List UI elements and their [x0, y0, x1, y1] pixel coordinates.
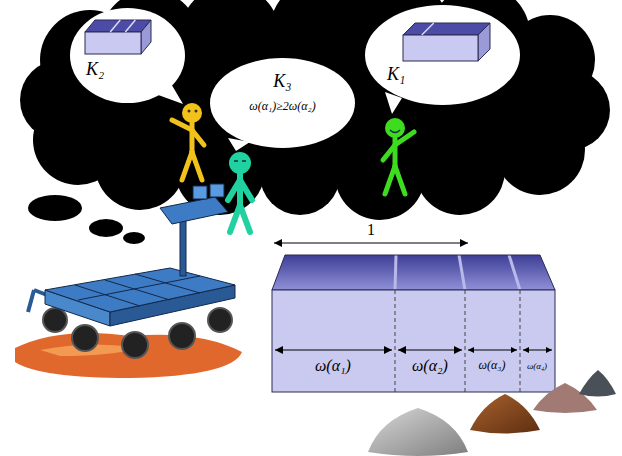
divider-line	[465, 290, 466, 392]
divider-wall	[509, 255, 520, 290]
bubble-outline	[365, 5, 520, 105]
figure-eye	[188, 110, 191, 113]
compartment	[395, 255, 465, 290]
panel-line	[78, 276, 200, 300]
width-arrow	[398, 350, 462, 351]
figure-arm	[240, 180, 252, 200]
figure-leg	[192, 152, 202, 180]
bubble-formula: ω(α₁)≥2ω(α₂)	[249, 100, 315, 113]
wheel	[122, 332, 148, 358]
width-arrow	[275, 350, 392, 351]
bubble-outline	[210, 58, 355, 148]
material-pile	[368, 408, 468, 456]
divider-line	[520, 290, 521, 392]
compartment	[459, 255, 520, 290]
compartment	[509, 255, 555, 290]
cloud-part	[415, 125, 505, 215]
figure-eye	[242, 160, 246, 162]
stick-figure	[172, 120, 204, 180]
box-icon-divider	[110, 20, 120, 32]
figure-head	[182, 103, 202, 123]
speech-bubble: K₁	[365, 5, 520, 105]
rover-arm	[28, 290, 34, 312]
box-icon-divider	[125, 20, 135, 32]
box-icon-top	[403, 23, 490, 35]
figure-head	[385, 118, 405, 138]
box-front	[272, 290, 555, 392]
divider-line	[395, 290, 396, 392]
bubble-heading: K₃	[273, 72, 291, 92]
figure-leg	[385, 166, 395, 194]
compartment	[272, 255, 396, 290]
wheel	[72, 325, 98, 351]
divider-wall	[459, 255, 465, 290]
figure-arm	[192, 130, 204, 145]
stick-figure	[383, 132, 414, 194]
figure-eye	[234, 160, 238, 162]
divider-wall	[395, 255, 396, 290]
figure-arm	[228, 180, 240, 200]
figure-leg	[240, 205, 250, 232]
figure-arm	[383, 145, 395, 160]
width-label: ω(α₄)	[527, 362, 547, 372]
speech-bubble: K₂	[70, 8, 185, 103]
thought-cloud	[20, 0, 610, 244]
ground	[15, 333, 242, 378]
box-icon-top	[85, 20, 151, 32]
cloud-part	[335, 130, 425, 220]
box-icon-front	[85, 32, 141, 54]
rover	[15, 184, 242, 378]
figure-leg	[182, 152, 192, 180]
wheel	[169, 323, 195, 349]
rover-mast	[180, 216, 186, 276]
bubble-heading: K₂	[86, 60, 104, 80]
bubble-shape	[365, 5, 520, 105]
compartment-box	[272, 255, 555, 392]
rover-deck	[45, 268, 235, 312]
width-arrow	[468, 350, 517, 351]
panel-line	[105, 280, 170, 300]
bubble-heading: K₁	[387, 65, 405, 85]
width-label: ω(α₁)	[315, 357, 351, 375]
box-icon-side	[478, 23, 490, 61]
figure-head	[229, 152, 251, 174]
dimension-arrow	[274, 242, 468, 243]
cloud-bubble	[89, 219, 123, 237]
figure-leg	[395, 166, 405, 194]
panel-line	[135, 274, 200, 293]
width-arrow	[523, 350, 552, 351]
material-pile	[579, 370, 616, 397]
cloud-bubble	[123, 232, 145, 244]
bubble-shape	[70, 8, 185, 103]
box-icon-side	[141, 20, 151, 54]
cloud-bubble	[28, 195, 82, 221]
wheel	[43, 308, 67, 332]
box-rim	[272, 255, 555, 290]
box-icon-front	[403, 35, 478, 61]
wheel	[208, 308, 232, 332]
width-label: ω(α₂)	[412, 357, 448, 375]
stick-figure	[228, 174, 252, 232]
box-icon-divider	[422, 23, 434, 35]
rover-camera	[193, 186, 207, 199]
cloud-part	[495, 105, 585, 195]
dimension-label: 1	[365, 221, 377, 239]
rover-camera	[210, 184, 224, 197]
bubble-outline	[70, 8, 185, 103]
figure-smile	[390, 130, 400, 133]
rover-camera-head	[160, 197, 228, 224]
figure-eye	[195, 110, 198, 113]
speech-bubble: K₃ ω(α₁)≥2ω(α₂)	[210, 58, 355, 148]
material-pile	[470, 394, 540, 434]
width-label: ω(α₃)	[479, 359, 506, 372]
